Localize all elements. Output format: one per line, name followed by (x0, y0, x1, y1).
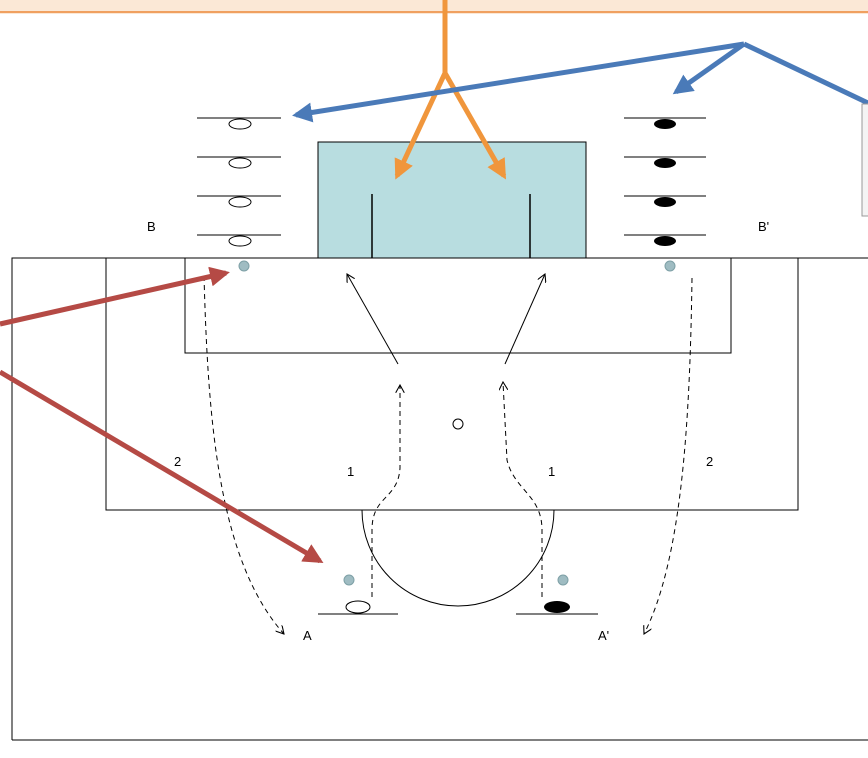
goal-area (184, 257, 732, 354)
label-run-2-right: 2 (706, 454, 713, 469)
black-player-marker (654, 119, 676, 129)
white-player-marker (228, 157, 252, 169)
shot-arrow-right (504, 274, 545, 365)
label-run-1-right: 1 (548, 464, 555, 479)
pitch-boundary (11, 257, 868, 740)
callout-box-partial (861, 103, 868, 217)
white-player-marker (228, 235, 252, 247)
label-pos-a-prime: A' (598, 628, 609, 643)
label-pos-b-prime: B' (758, 219, 769, 234)
label-pos-a: A (303, 628, 312, 643)
label-run-2-left: 2 (174, 454, 181, 469)
blue-arrow-right (672, 41, 746, 95)
top-band (0, 0, 868, 14)
shot-arrow-left (347, 274, 399, 365)
white-player-marker (228, 196, 252, 208)
run-2-right-path (644, 277, 693, 634)
white-player-marker (345, 600, 371, 614)
black-player-marker (654, 197, 676, 207)
blue-arrow-left (292, 41, 745, 123)
label-run-1-left: 1 (347, 464, 354, 479)
white-player-marker (228, 118, 252, 130)
red-arrow-upper (0, 266, 230, 327)
penalty-spot (452, 418, 464, 430)
cone-marker (664, 260, 676, 272)
run-1-right-path (503, 382, 543, 597)
run-2-left-path (203, 275, 284, 634)
penalty-arc (361, 509, 555, 607)
cone-marker (557, 574, 569, 586)
cone-marker (238, 260, 250, 272)
black-player-marker (654, 236, 676, 246)
penalty-area (105, 257, 799, 511)
label-pos-b: B (147, 219, 156, 234)
run-1-left-path (371, 385, 400, 597)
black-player-marker (654, 158, 676, 168)
black-player-marker (544, 601, 570, 613)
goal (317, 141, 587, 259)
right-player-queue (624, 117, 706, 246)
left-player-queue (197, 117, 281, 247)
cone-marker (343, 574, 355, 586)
red-arrow-lower (0, 369, 324, 564)
blue-arrow-offscreen (742, 41, 868, 106)
